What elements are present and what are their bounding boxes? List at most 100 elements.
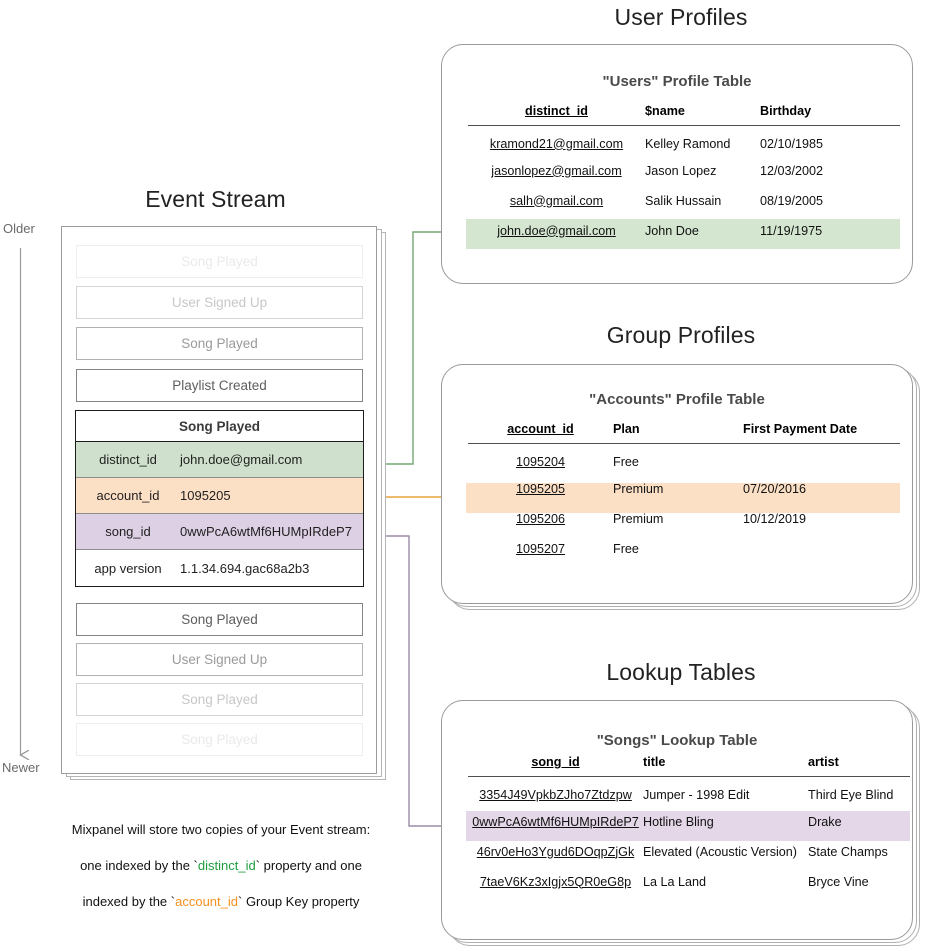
table-row[interactable]: 1095204 Free <box>468 444 900 474</box>
event-property-key: distinct_id <box>99 452 157 467</box>
cell-distinct-id: salh@gmail.com <box>509 193 604 208</box>
event-property-value: john.doe@gmail.com <box>180 452 303 467</box>
songs-table-header-row: song_id title artist <box>468 755 910 777</box>
event-stream-title: Event Stream <box>145 186 286 212</box>
selected-event-card[interactable]: Song Played distinct_id john.doe@gmail.c… <box>75 410 364 587</box>
songs-col-song-id: song_id <box>531 755 580 769</box>
event-row[interactable]: Song Played <box>76 723 363 756</box>
cell-artist: Drake <box>808 814 842 829</box>
cell-distinct-id: jasonlopez@gmail.com <box>491 163 622 178</box>
event-property-song-id[interactable]: song_id 0wwPcA6wtMf6HUMpIRdeP7 <box>76 514 363 550</box>
cell-account-id: 1095207 <box>515 541 566 556</box>
event-row[interactable]: Song Played <box>76 245 363 278</box>
cell-account-id: 1095205 <box>515 481 566 496</box>
event-property-key: song_id <box>105 524 151 539</box>
event-row[interactable]: User Signed Up <box>76 643 363 676</box>
cell-birthday: 11/19/1975 <box>760 223 823 238</box>
event-property-app-version[interactable]: app version 1.1.34.694.gac68a2b3 <box>76 550 363 586</box>
table-row[interactable]: 1095206 Premium 10/12/2019 <box>468 504 900 534</box>
table-row-highlighted[interactable]: 1095205 Premium 07/20/2016 <box>468 474 900 504</box>
songs-col-artist: artist <box>808 755 839 769</box>
event-property-key: app version <box>94 560 162 576</box>
timeline-newer-label: Newer <box>2 760 40 775</box>
songs-col-title: title <box>643 755 666 769</box>
event-row-label: Song Played <box>181 612 258 627</box>
event-stream-caption: Mixpanel will store two copies of your E… <box>36 803 406 929</box>
accounts-table: account_id Plan First Payment Date 10952… <box>468 422 900 564</box>
users-highlight-band <box>466 219 900 249</box>
cell-distinct-id: kramond21@gmail.com <box>489 136 624 151</box>
caption-line-1: Mixpanel will store two copies of your E… <box>71 822 371 837</box>
event-property-value: 1.1.34.694.gac68a2b3 <box>180 560 310 576</box>
users-col-distinct-id: distinct_id <box>525 104 588 118</box>
user-profiles-title: User Profiles <box>614 4 748 30</box>
users-table-header-row: distinct_id $name Birthday <box>468 104 900 126</box>
table-row-highlighted[interactable]: john.doe@gmail.com John Doe 11/19/1975 <box>468 216 900 246</box>
cell-artist: Third Eye Blind <box>808 787 894 802</box>
songs-table: song_id title artist 3354J49VpkbZJho7Ztd… <box>468 755 910 897</box>
caption-keyword-account-id: account_id <box>175 894 238 909</box>
users-table: distinct_id $name Birthday kramond21@gma… <box>468 104 900 246</box>
table-row[interactable]: jasonlopez@gmail.com Jason Lopez 12/03/2… <box>468 156 900 186</box>
cell-name: Salik Hussain <box>645 193 722 208</box>
accounts-table-title: "Accounts" Profile Table <box>589 391 765 408</box>
event-property-key: account_id <box>96 488 160 503</box>
event-row[interactable]: Song Played <box>76 683 363 716</box>
caption-keyword-distinct-id: distinct_id <box>197 858 256 873</box>
users-col-name: $name <box>645 104 685 118</box>
accounts-table-header-row: account_id Plan First Payment Date <box>468 422 900 444</box>
event-row-label: Playlist Created <box>172 378 267 393</box>
cell-artist: Bryce Vine <box>808 874 869 889</box>
group-profiles-title: Group Profiles <box>606 322 756 348</box>
cell-name: Jason Lopez <box>645 163 717 178</box>
event-row-label: Song Played <box>181 732 258 747</box>
table-row[interactable]: 46rv0eHo3Ygud6DOqpZjGk Elevated (Acousti… <box>468 837 910 867</box>
caption-line-2-a: one indexed by the ` <box>80 858 198 873</box>
cell-plan: Premium <box>613 511 664 526</box>
event-property-value: 0wwPcA6wtMf6HUMpIRdeP7 <box>180 524 352 539</box>
cell-account-id: 1095206 <box>515 511 566 526</box>
event-row[interactable]: Song Played <box>76 327 363 360</box>
cell-song-id: 3354J49VpkbZJho7Ztdzpw <box>479 787 632 802</box>
lookup-tables-title: Lookup Tables <box>606 659 756 685</box>
cell-plan: Free <box>613 454 639 469</box>
table-row[interactable]: 7taeV6Kz3xIgjx5QR0eG8p La La Land Bryce … <box>468 867 910 897</box>
cell-song-id: 0wwPcA6wtMf6HUMpIRdeP7 <box>472 814 639 829</box>
cell-song-id: 46rv0eHo3Ygud6DOqpZjGk <box>476 844 635 859</box>
cell-plan: Free <box>613 541 639 556</box>
cell-first-payment-date: 07/20/2016 <box>743 481 807 496</box>
event-row-label: User Signed Up <box>171 652 268 667</box>
event-row[interactable]: Playlist Created <box>76 369 363 402</box>
table-row[interactable]: 1095207 Free <box>468 534 900 564</box>
event-property-account-id[interactable]: account_id 1095205 <box>76 478 363 514</box>
cell-title: La La Land <box>643 874 707 889</box>
event-row-label: User Signed Up <box>171 295 268 310</box>
table-row[interactable]: kramond21@gmail.com Kelley Ramond 02/10/… <box>468 126 900 156</box>
table-row[interactable]: salh@gmail.com Salik Hussain 08/19/2005 <box>468 186 900 216</box>
caption-line-3-a: indexed by the ` <box>82 894 176 909</box>
cell-name: Kelley Ramond <box>645 136 731 151</box>
event-row[interactable]: User Signed Up <box>76 286 363 319</box>
songs-table-title: "Songs" Lookup Table <box>596 732 758 749</box>
table-row-highlighted[interactable]: 0wwPcA6wtMf6HUMpIRdeP7 Hotline Bling Dra… <box>468 807 910 837</box>
cell-title: Jumper - 1998 Edit <box>643 787 750 802</box>
event-property-distinct-id[interactable]: distinct_id john.doe@gmail.com <box>76 442 363 478</box>
cell-plan: Premium <box>613 481 664 496</box>
cell-account-id: 1095204 <box>515 454 566 469</box>
event-stream-panel: Song Played User Signed Up Song Played P… <box>61 226 377 774</box>
cell-birthday: 08/19/2005 <box>760 193 824 208</box>
event-row[interactable]: Song Played <box>76 603 363 636</box>
cell-song-id: 7taeV6Kz3xIgjx5QR0eG8p <box>479 874 632 889</box>
event-row-label: Song Played <box>181 254 258 269</box>
cell-first-payment-date <box>743 444 900 474</box>
cell-first-payment-date <box>743 534 900 564</box>
users-col-birthday: Birthday <box>760 104 812 118</box>
table-row[interactable]: 3354J49VpkbZJho7Ztdzpw Jumper - 1998 Edi… <box>468 777 910 807</box>
users-table-title: "Users" Profile Table <box>602 73 752 90</box>
accounts-col-account-id: account_id <box>507 422 574 436</box>
timeline-older-label: Older <box>3 221 35 236</box>
cell-title: Hotline Bling <box>643 814 714 829</box>
cell-birthday: 02/10/1985 <box>760 136 824 151</box>
cell-artist: State Champs <box>808 844 888 859</box>
songs-highlight-band <box>466 811 910 841</box>
